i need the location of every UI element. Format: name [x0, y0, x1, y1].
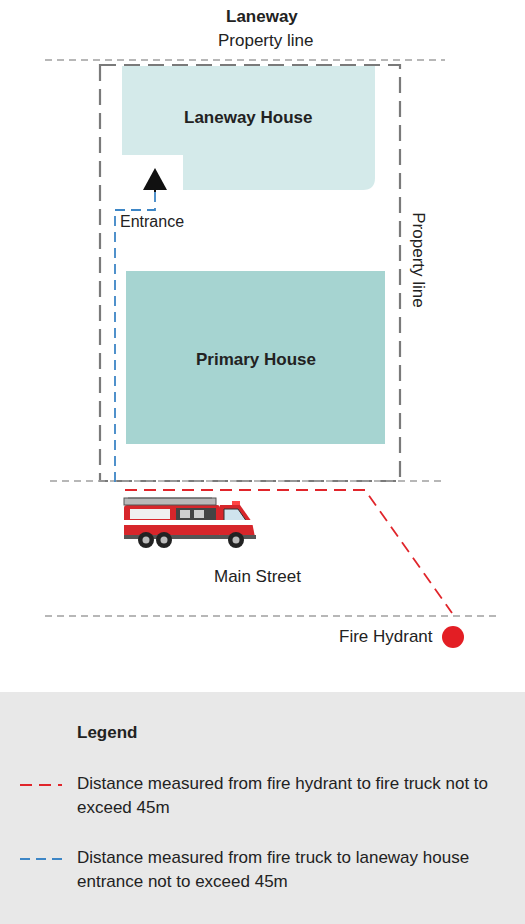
house-outline	[122, 66, 375, 190]
street-name: Laneway	[226, 6, 298, 28]
fire-hydrant	[442, 626, 464, 648]
house-shape	[126, 271, 385, 444]
legend-title: Legend	[77, 722, 137, 744]
laneway-house: Laneway House	[122, 66, 375, 190]
legend-text: Distance measured from fire hydrant to f…	[77, 772, 497, 820]
street-name: Main Street	[214, 566, 301, 588]
property-line-label: Property line	[407, 212, 429, 307]
house-name: Primary House	[196, 350, 316, 370]
legend-text: Distance measured from fire truck to lan…	[77, 846, 497, 894]
lot-boundary	[100, 65, 400, 481]
street-edge	[50, 480, 445, 482]
house-name: Laneway House	[184, 108, 313, 128]
house-shape	[122, 66, 375, 190]
hydrant-label: Fire Hydrant	[339, 626, 433, 648]
legend-sample	[18, 854, 64, 864]
legend-sample-line	[20, 858, 62, 860]
legend-sample	[18, 780, 64, 790]
entrance-arrow	[143, 168, 167, 190]
legend-sample-line	[20, 784, 62, 786]
property-line	[45, 59, 445, 61]
fire-truck	[124, 498, 256, 548]
hose-path	[125, 490, 452, 613]
street-edge	[45, 615, 497, 617]
entrance-label: Entrance	[120, 211, 184, 233]
property-line-label: Property line	[218, 30, 313, 52]
primary-house: Primary House	[126, 271, 385, 444]
